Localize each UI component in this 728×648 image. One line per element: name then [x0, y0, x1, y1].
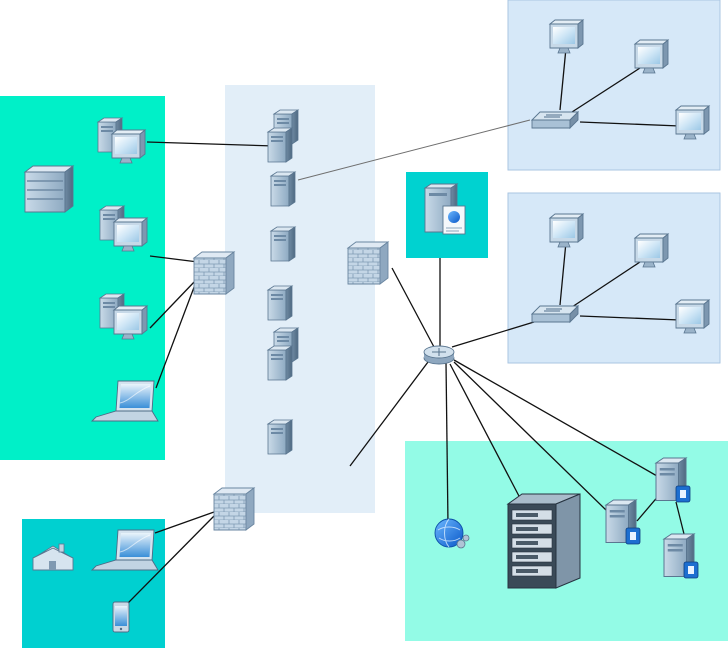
- database-icon: [23, 165, 75, 213]
- switch-icon: [531, 111, 579, 129]
- connection-lines: [126, 47, 686, 605]
- firewall-icon: [213, 487, 255, 531]
- dmz-server-icon: [267, 285, 293, 321]
- monitor-icon: [549, 19, 584, 54]
- firewall-icon: [193, 251, 235, 295]
- server-rack-icon: [506, 493, 581, 589]
- monitor-icon: [549, 213, 584, 248]
- monitor-icon: [634, 39, 669, 74]
- firewall-icon: [347, 241, 389, 285]
- secure-server-icon: [605, 499, 641, 545]
- secure-server-icon: [663, 533, 699, 579]
- dmz-zone: [225, 85, 375, 513]
- dmz-server-icon: [270, 226, 296, 262]
- application-server-icon: [423, 183, 466, 235]
- switch-icon: [531, 305, 579, 323]
- dmz-server-icon: [267, 419, 293, 455]
- router-icon: [423, 345, 455, 365]
- monitor-icon: [675, 105, 710, 140]
- monitor-icon: [675, 299, 710, 334]
- secure-server-icon: [655, 457, 691, 503]
- home-icon: [32, 543, 74, 571]
- dmz-server-icon: [270, 171, 296, 207]
- mobile-phone-icon: [112, 601, 130, 633]
- monitor-icon: [634, 233, 669, 268]
- mid-right-subnet-zone: [507, 192, 721, 364]
- internet-globe-icon: [434, 518, 470, 549]
